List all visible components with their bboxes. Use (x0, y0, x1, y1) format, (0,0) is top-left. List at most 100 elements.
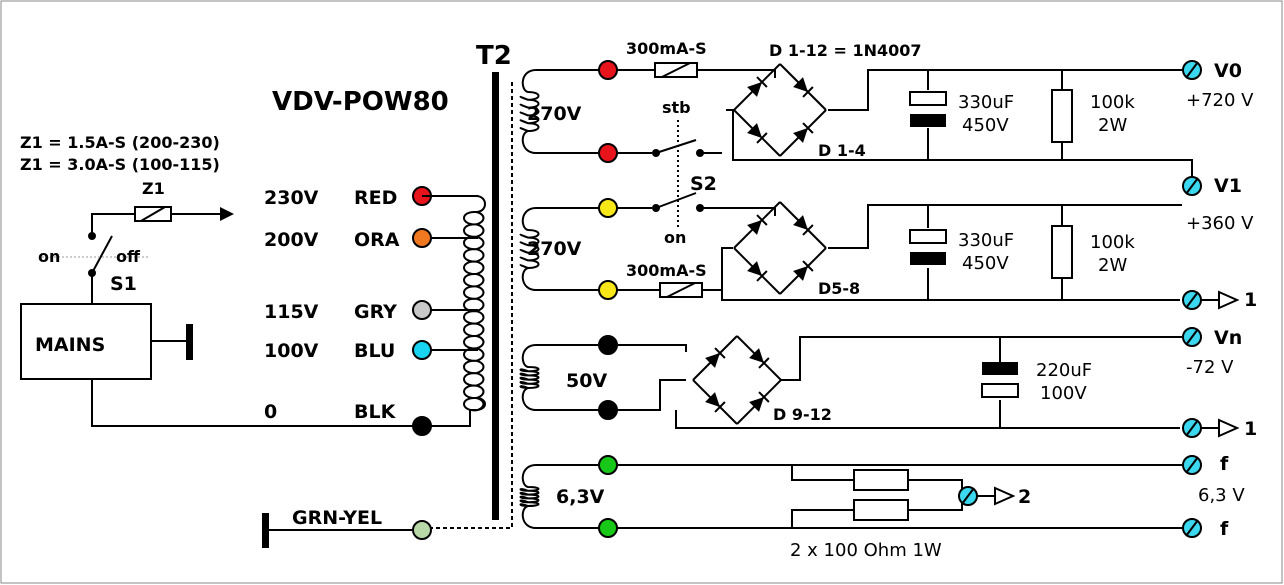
fuse-w2-label: 300mA-S (626, 261, 707, 280)
output-terminals (958, 60, 1240, 538)
bridge3-diode-a (692, 335, 738, 381)
diode-note: D 1-12 = 1N4007 (769, 41, 922, 60)
w2-bot-dot (598, 280, 618, 300)
resistor1 (1051, 89, 1073, 143)
tap-voltage-115: 115V (264, 301, 319, 323)
rail-v0-wiring (726, 69, 1193, 172)
tap-dot-gry (412, 300, 432, 320)
terminal-v1 (1182, 176, 1202, 196)
transformer-label: T2 (476, 41, 512, 71)
cap3-value: 220uF (1036, 360, 1092, 381)
bridge3-diode-b (736, 335, 782, 381)
heater-resistors-label: 2 x 100 Ohm 1W (790, 540, 942, 561)
res1-power: 2W (1098, 115, 1127, 136)
bridge1-diode-b (779, 63, 827, 111)
winding1-label: 270V (527, 103, 582, 125)
secondary-coils (519, 69, 599, 529)
w4-bot-dot (598, 518, 618, 538)
terminal-v0 (1182, 60, 1202, 80)
bridge3-diode-d (736, 379, 782, 425)
bridge2-diode-a (733, 201, 781, 249)
tap-wire-red: RED (354, 187, 397, 209)
bridge2-diode-b (779, 201, 827, 249)
w1-top-dot (598, 60, 618, 80)
arrow-gnd2 (1201, 418, 1240, 438)
terminal-vn (1182, 327, 1202, 347)
cap3-voltage: 100V (1040, 383, 1087, 404)
primary-coil-back (475, 211, 485, 412)
out-gnd2-name: 1 (1244, 418, 1257, 440)
out-v0-name: V0 (1214, 60, 1242, 82)
w4-top-dot (598, 455, 618, 475)
terminal-gnd1 (1182, 290, 1202, 310)
heater-resistor2 (853, 499, 909, 521)
out-v0-voltage: +720 V (1186, 90, 1254, 111)
out-v1-voltage: +360 V (1186, 213, 1254, 234)
res1-value: 100k (1090, 92, 1135, 113)
section-v1-wiring: S2 on 300mA-S (617, 120, 1193, 301)
tap-wire-blk: BLK (354, 401, 397, 423)
ground-label: GRN-YEL (292, 507, 382, 529)
bridge2-diode-d (779, 247, 827, 295)
fuse-note-1: Z1 = 1.5A-S (200-230) (20, 133, 220, 152)
bridge1-diode-d (779, 109, 827, 157)
primary-taps: 230V RED 200V ORA 115V GRY 100V BLU 0 BL… (264, 186, 478, 436)
w3-bot-dot (598, 400, 618, 420)
res2-value: 100k (1090, 232, 1135, 253)
resistor2 (1051, 225, 1073, 279)
out-gnd1-name: 1 (1244, 289, 1257, 311)
switch-s2-on: on (664, 228, 686, 247)
winding3-label: 50V (566, 370, 607, 392)
cap2-value: 330uF (958, 230, 1014, 251)
w2-top-dot (598, 198, 618, 218)
switch-s2-label: S2 (690, 173, 717, 195)
winding3-coil (519, 344, 599, 411)
title: VDV-POW80 (272, 87, 449, 117)
primary-coil (422, 195, 486, 427)
switch-s1-on: on (38, 247, 60, 266)
winding2-label: 270V (527, 238, 582, 260)
transformer-core (492, 72, 499, 520)
out-f-voltage: 6,3 V (1198, 485, 1245, 506)
tap-voltage-100: 100V (264, 340, 319, 362)
arrow-gnd1 (1201, 290, 1240, 310)
tap-dot-blu (412, 340, 432, 360)
cap1 (909, 91, 947, 127)
fuse-z1: Z1 (134, 179, 234, 222)
bridge2-label: D5-8 (818, 279, 860, 298)
primary-coil-turns (463, 210, 477, 412)
bridge2-diode-c (733, 247, 781, 295)
w3-top-dot (598, 335, 618, 355)
bridge1-label: D 1-4 (818, 141, 866, 160)
terminal-f1 (1182, 455, 1202, 475)
mains-ground-bar (186, 324, 193, 360)
tap-dot-ora (412, 228, 432, 248)
switch-s1-off: off (116, 247, 141, 266)
cap2 (909, 229, 947, 265)
winding1-coil (519, 69, 599, 154)
winding2-coil (519, 207, 599, 291)
switch-s2-stb: stb (662, 98, 691, 117)
winding4-coil (519, 464, 599, 529)
out-f1-name: f (1220, 453, 1229, 475)
res2-power: 2W (1098, 255, 1127, 276)
out-vn-name: Vn (1214, 327, 1242, 349)
cap3 (981, 362, 1019, 398)
bridge-rectifiers (692, 63, 827, 425)
section-vn-wiring (617, 336, 1182, 429)
fuse-z1-label: Z1 (142, 179, 165, 198)
heater-resistor1 (853, 469, 909, 491)
tap-wire-gry: GRY (354, 301, 397, 323)
core-shield-dashed (431, 82, 513, 529)
bridge3-diode-c (692, 379, 738, 425)
tap-voltage-230: 230V (264, 187, 319, 209)
out-v1-name: V1 (1214, 175, 1242, 197)
tap-voltage-0: 0 (264, 401, 277, 423)
terminal-gnd2 (1182, 418, 1202, 438)
section-v0: 300mA-S D 1-12 = 1N4007 stb (617, 39, 922, 157)
arrow-hum (977, 486, 1016, 506)
switch-s1: on off S1 (38, 213, 150, 304)
out-f2-name: f (1220, 518, 1229, 540)
